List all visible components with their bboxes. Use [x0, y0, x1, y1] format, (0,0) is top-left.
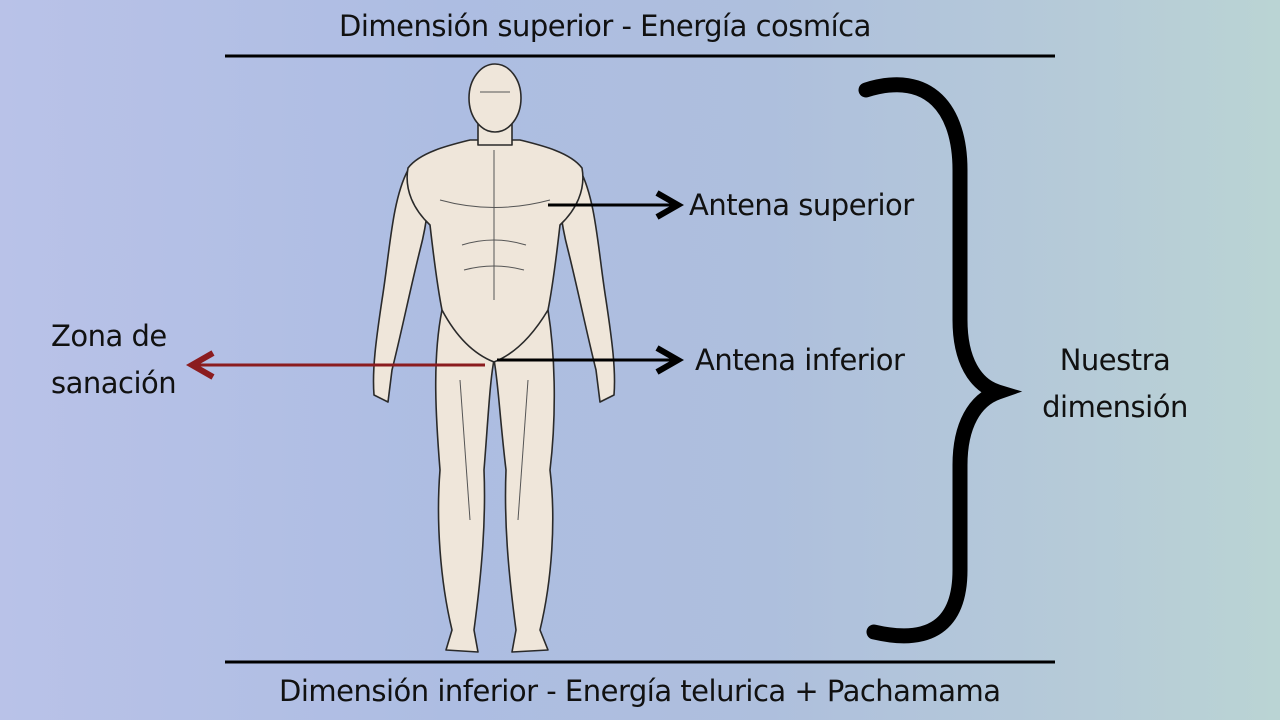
- healing-zone-label-line2: sanación: [51, 366, 177, 400]
- curly-brace: [858, 77, 1023, 644]
- bottom-dimension-title: Dimensión inferior - Energía telurica + …: [279, 674, 1001, 708]
- our-dimension-label-line2: dimensión: [1042, 390, 1188, 424]
- lower-antenna-label: Antena inferior: [695, 343, 905, 377]
- top-dimension-title: Dimensión superior - Energía cosmíca: [339, 9, 871, 43]
- healing-zone-label-line1: Zona de: [51, 319, 167, 353]
- upper-antenna-label: Antena superior: [689, 188, 914, 222]
- our-dimension-label-line1: Nuestra: [1059, 343, 1171, 377]
- human-anatomy-figure: [372, 63, 616, 653]
